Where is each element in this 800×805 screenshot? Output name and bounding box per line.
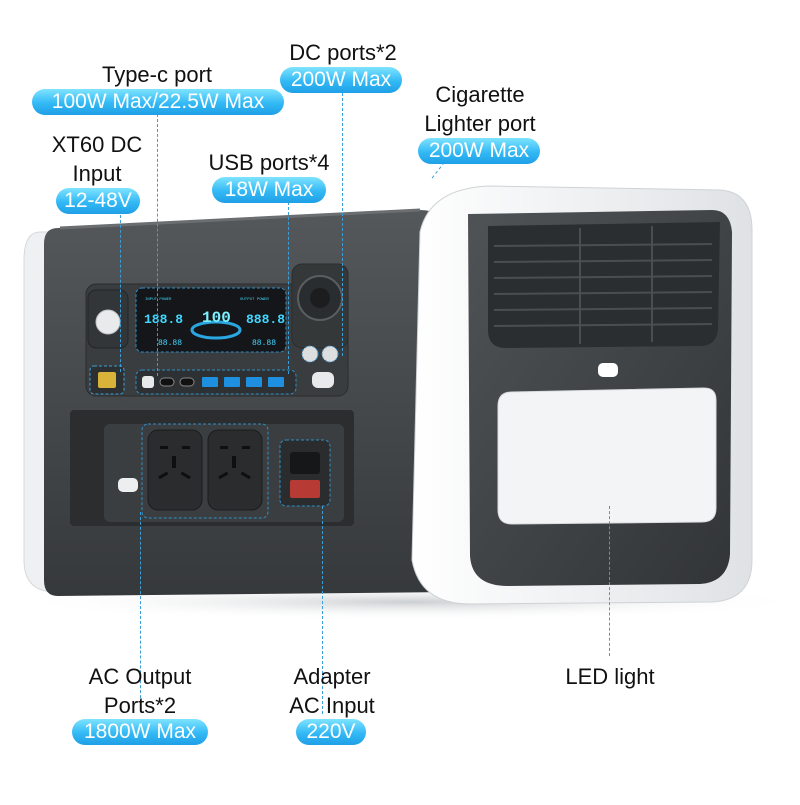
dc-port-2 [321,345,339,363]
ac-outlet-2 [207,429,263,511]
typec-badge: 100W Max/22.5W Max [32,89,284,115]
xt60-port [98,372,116,388]
typec-port-2 [179,377,195,387]
leader-adapter [322,506,323,714]
ac-out-title-2: Ports*2 [103,693,177,718]
ac-outlet-1 [147,429,203,511]
lcd-screen [135,287,287,353]
adapter-title-1: Adapter [293,664,371,689]
xt60-title-2: Input [72,161,122,186]
dc-button [312,372,334,388]
usb-port-2 [224,377,240,387]
lcd-bottom-right: 88.88 [252,339,276,348]
adapter-badge: 220V [296,719,366,745]
typec-port-1 [159,377,175,387]
power-button [95,309,121,335]
main-body [44,210,452,596]
lcd-right-readout: 888.8 [246,312,285,327]
usb-port-1 [202,377,218,387]
usb-badge: 18W Max [212,177,326,203]
leader-dc [342,93,343,356]
xt60-badge: 12-48V [56,188,140,214]
cig-title-2: Lighter port [424,111,536,136]
ac-out-badge: 1800W Max [72,719,208,745]
side-indicator [598,363,618,377]
dc-port-1 [301,345,319,363]
dc-badge: 200W Max [280,67,402,93]
lcd-left-readout: 188.8 [144,312,183,327]
led-light-panel [497,387,717,525]
lcd-input-label: INPUT POWER [145,298,172,302]
cig-title-1: Cigarette [435,82,525,107]
leader-usb [288,202,289,374]
ac-out-title-1: AC Output [88,664,192,689]
adapter-title-2: AC Input [289,693,375,718]
leader-typec [157,114,158,376]
leader-ac-out [140,512,141,708]
ac-button [118,478,138,492]
lcd-output-label: OUTPUT POWER [240,298,269,302]
vent-slats [493,226,713,344]
leader-led [609,506,610,656]
dc-title: DC ports*2 [289,40,397,65]
typec-title: Type-c port [101,62,213,87]
usb-port-4 [268,377,284,387]
usb-title: USB ports*4 [208,150,330,175]
lcd-center-readout: 100 [202,309,231,327]
xt60-title-1: XT60 DC [51,132,143,157]
leader-xt60 [120,210,121,372]
small-button [142,376,154,388]
vent-grille [488,222,720,348]
led-title: LED light [565,664,655,689]
cig-badge: 200W Max [418,138,540,164]
usb-port-3 [246,377,262,387]
lcd-bottom-left: 88.88 [158,339,182,348]
